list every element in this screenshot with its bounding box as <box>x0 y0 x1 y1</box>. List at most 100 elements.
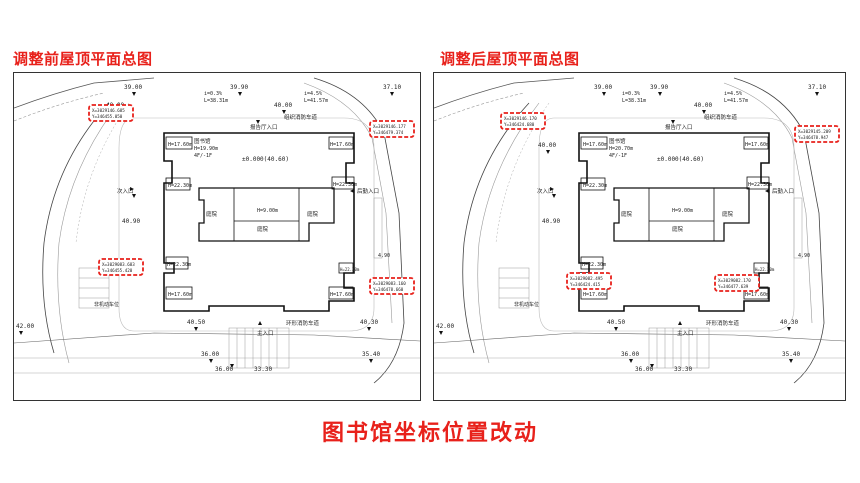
elev-label: 39.90 <box>650 84 668 91</box>
coord-y: Y=346424.680 <box>504 122 535 127</box>
elev-label: 35.40 <box>782 351 800 358</box>
slope-label: i=0.3% <box>622 91 640 97</box>
side-entrance-label: 次入口 <box>117 187 134 195</box>
elev-label: 39.00 <box>124 84 142 91</box>
library-name: 图书馆 <box>609 137 626 145</box>
entrance-label: 报告厅入口 <box>665 123 693 131</box>
slope-label: i=4.5% <box>724 91 742 97</box>
courtyard-label: 庭院 <box>257 225 269 233</box>
elev-label: 36.00 <box>635 366 653 373</box>
slope-label: L=38.31m <box>622 98 646 104</box>
coord-callout: X=3029145.209 Y=346478.947 <box>794 125 840 143</box>
coord-callout: X=3029083.683 Y=346455.420 <box>98 258 144 276</box>
coord-y: Y=346479.374 <box>373 130 404 135</box>
slope-label: i=0.3% <box>204 91 222 97</box>
elev-label: 36.00 <box>201 351 219 358</box>
elev-label: 36.00 <box>621 351 639 358</box>
coord-y: Y=346478.947 <box>798 135 829 140</box>
elev-label: 35.40 <box>362 351 380 358</box>
elev-label: 40.30 <box>360 319 378 326</box>
height-label: H=22.30m <box>755 267 775 272</box>
coord-callout: X=3029083.160 Y=346478.660 <box>369 277 415 295</box>
height-label: H=22.30m <box>333 182 357 188</box>
height-label: H=22.30m <box>340 267 360 272</box>
courtyard-label: 庭院 <box>672 225 684 233</box>
library-name: 图书馆 <box>194 137 211 145</box>
left-site-plan: 39.00 39.90 40.00 37.10 40.00 40.90 42.0… <box>13 72 421 401</box>
coord-y: Y=346455.050 <box>92 114 123 119</box>
elev-label: 40.50 <box>607 319 625 326</box>
main-entrance-label: 主入口 <box>257 329 274 337</box>
height-label: H=17.60m <box>745 292 769 298</box>
elev-label: 37.10 <box>808 84 826 91</box>
elev-label: 33.30 <box>254 366 272 373</box>
bicycle-label: 非机动车位 <box>514 301 539 308</box>
courtyard-label: 庭院 <box>722 210 734 218</box>
coord-x: X=3029146.177 <box>373 124 406 129</box>
slide-caption: 图书馆坐标位置改动 <box>321 421 538 446</box>
coord-x: X=3029146.170 <box>504 116 537 121</box>
library-height: H=19.90m <box>194 146 218 152</box>
coord-y: Y=346424.415 <box>570 282 601 287</box>
fire-lane-label: 组织消防车道 <box>284 113 318 121</box>
library-height: H=20.70m <box>609 146 633 152</box>
main-entrance-label: 主入口 <box>677 329 694 337</box>
coord-x: X=3029082.495 <box>570 276 603 281</box>
coord-x: X=3029083.160 <box>373 281 406 286</box>
slope-label: L=38.31m <box>204 98 228 104</box>
height-label: H=22.30m <box>748 182 772 188</box>
height-label: H=17.60m <box>330 142 354 148</box>
coord-x: X=3029082.170 <box>718 278 751 283</box>
elev-label: 42.00 <box>436 323 454 330</box>
courtyard-label: 庭院 <box>621 210 633 218</box>
height-label: H=17.60m <box>330 292 354 298</box>
elev-label: 40.00 <box>538 142 556 149</box>
coord-x: X=3029083.683 <box>102 262 135 267</box>
slope-label: L=41.57m <box>724 98 748 104</box>
side-entrance-label: 次入口 <box>537 187 554 195</box>
datum-label: ±0.000(40.60) <box>242 156 289 163</box>
coord-callout: X=3029146.177 Y=346479.374 <box>369 120 415 138</box>
elev-label: 40.30 <box>780 319 798 326</box>
height-label: H=17.60m <box>168 142 192 148</box>
height-label: H=17.60m <box>583 142 607 148</box>
library-floors: 4F/-1F <box>609 153 627 159</box>
elev-label: 37.10 <box>383 84 401 91</box>
library-floors: 4F/-1F <box>194 153 212 159</box>
service-entrance-label: 后勤入口 <box>357 187 379 195</box>
elev-label: 40.50 <box>187 319 205 326</box>
service-entrance-label: 后勤入口 <box>772 187 794 195</box>
coord-y: Y=346477.639 <box>718 284 749 289</box>
entrance-label: 报告厅入口 <box>250 123 278 131</box>
height-label: H=22.30m <box>583 183 607 189</box>
left-panel-title: 调整前屋顶平面总图 <box>13 50 153 68</box>
datum-label: ±0.000(40.60) <box>657 156 704 163</box>
elev-label: 42.00 <box>16 323 34 330</box>
coord-callout: X=3029146.170 Y=346424.680 <box>500 112 546 130</box>
height-label: H=17.60m <box>583 292 607 298</box>
height-label: H=22.30m <box>168 183 192 189</box>
elev-label: 40.00 <box>694 102 712 109</box>
height-label: H=22.30m <box>582 262 606 268</box>
right-panel-title: 调整后屋顶平面总图 <box>440 50 580 68</box>
coord-x: X=3029145.209 <box>798 129 831 134</box>
height-label: H=22.30m <box>167 262 191 268</box>
elev-label: 40.90 <box>122 218 140 225</box>
elev-label: 40.00 <box>274 102 292 109</box>
elev-label: 4.90 <box>798 253 810 259</box>
height-label: H=9.00m <box>257 208 278 214</box>
coord-y: Y=346455.420 <box>102 268 133 273</box>
elev-label: 39.00 <box>594 84 612 91</box>
courtyard-label: 庭院 <box>206 210 218 218</box>
height-label: H=9.00m <box>672 208 693 214</box>
coord-x: X=3029146.685 <box>92 108 125 113</box>
coord-y: Y=346478.660 <box>373 287 404 292</box>
courtyard-label: 庭院 <box>307 210 319 218</box>
elev-label: 40.90 <box>542 218 560 225</box>
height-label: H=17.60m <box>745 142 769 148</box>
ring-road-label: 环形消防车道 <box>286 319 320 327</box>
coord-callout: X=3029146.685 Y=346455.050 <box>88 104 134 122</box>
fire-lane-label: 组织消防车道 <box>704 113 738 121</box>
coord-callout: X=3029082.495 Y=346424.415 <box>566 272 612 290</box>
right-site-plan: 39.00 39.90 40.00 37.10 40.00 40.90 42.0… <box>433 72 846 401</box>
